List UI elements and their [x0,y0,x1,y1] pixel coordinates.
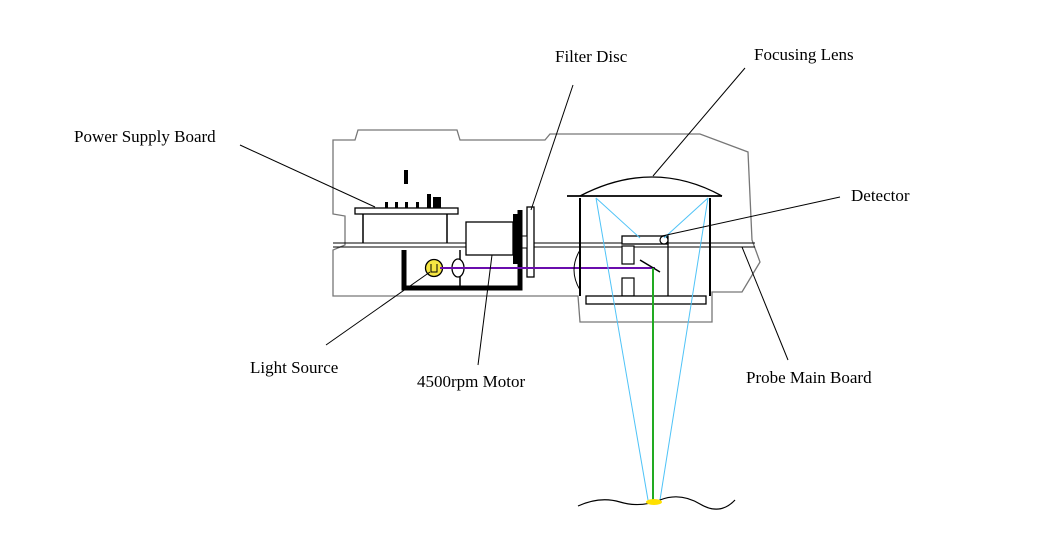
light-source-label: Light Source [250,358,339,377]
leader-filter-disc [530,84,574,211]
power-supply-board-label: Power Supply Board [74,127,216,146]
focus-cone-left-inner [595,197,641,239]
focusing-lens-label: Focusing Lens [754,45,854,64]
motor-body [465,221,514,256]
psb-pin-4 [416,202,419,208]
bulb-filament [430,264,438,273]
probe-housing [332,129,761,323]
filter-disc [526,206,535,278]
focus-cone-left-outer [595,197,649,501]
psb-component-2 [433,197,441,208]
leader-motor [477,254,493,366]
psb-component-1 [427,194,431,208]
filter-disc-label: Filter Disc [555,47,628,66]
motor-label: 4500rpm Motor [417,372,526,391]
filter-disc-hub [521,235,528,249]
psb-pin-2 [395,202,398,208]
detector-block-lower [621,277,635,297]
detector-sensor [659,235,669,245]
measurement-spot [646,499,662,505]
motor-shaft-plate [513,214,518,264]
power-supply-board-plate [354,207,459,215]
psb-pin-3 [405,202,408,208]
leader-probe-main-board [741,246,789,361]
leader-detector [661,196,841,237]
leader-power-supply [239,144,376,208]
focusing-lens-dome [579,176,723,197]
sample-surface [577,496,736,510]
psb-component-tall [404,170,408,184]
leader-focusing-lens [652,67,746,177]
focus-cone-right-inner [663,197,709,239]
probe-window-plate [585,295,707,305]
chamber-arc [573,249,581,291]
psb-pin-1 [385,202,388,208]
focus-cone-right-outer [659,197,709,501]
lamp-bracket [401,210,523,291]
mirror [639,259,661,273]
detector-label: Detector [851,186,910,205]
detector-block-upper [621,245,635,265]
leader-light-source [325,271,431,346]
probe-main-board-label: Probe Main Board [746,368,872,387]
